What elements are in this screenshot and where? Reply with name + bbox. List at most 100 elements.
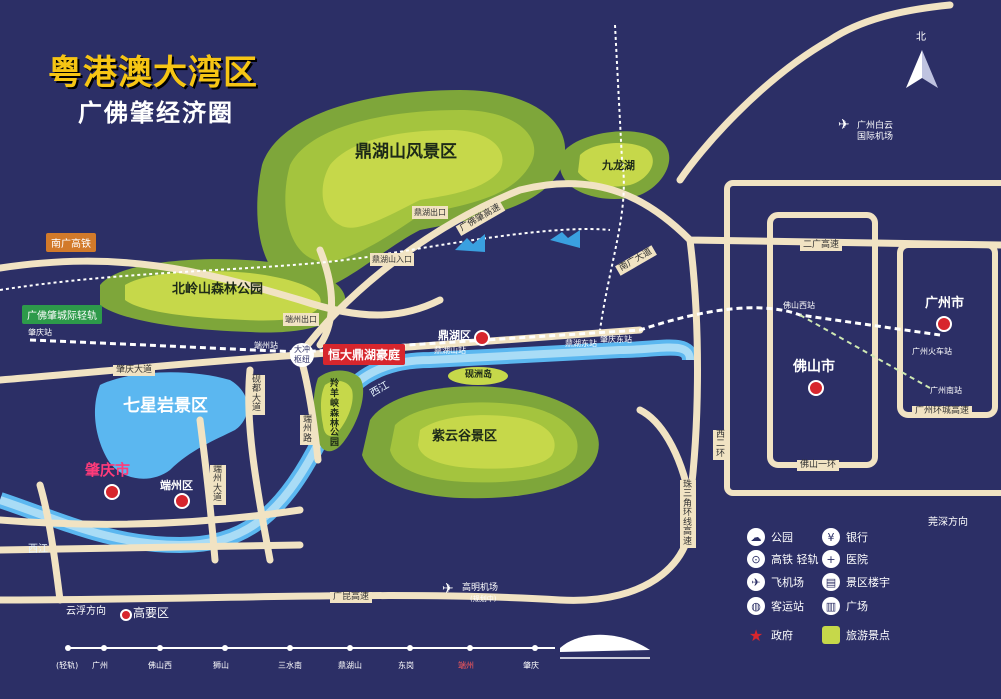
duanzhou-pin-icon xyxy=(174,493,190,509)
line-station-label: 端州 xyxy=(458,661,474,670)
rail-icon: ⊙ xyxy=(747,550,765,568)
label-jiulonghu: 九龙湖 xyxy=(602,159,635,172)
label-foshan: 佛山市 xyxy=(793,359,835,375)
road-zhusanjiao: 珠三角环线高速 xyxy=(680,480,696,549)
project-tag[interactable]: 恒大鼎湖豪庭 xyxy=(323,344,406,365)
label-zhaoqing-city: 肇庆市 xyxy=(85,461,131,479)
north-arrow-icon xyxy=(906,50,938,88)
legend-airport: ✈飞机场 xyxy=(747,573,804,591)
bank-icon: ¥ xyxy=(822,528,840,546)
label-gaoming-note: (规划中) xyxy=(470,595,497,603)
gaoyao-pin-icon xyxy=(120,609,132,621)
ziyungu-area xyxy=(362,386,599,499)
label-linyang: 羚羊峡森林公园 xyxy=(330,379,340,449)
line-station-label: 东岗 xyxy=(398,661,414,670)
zhaoqing-pin-icon xyxy=(104,484,120,500)
road-duanzhou-ave: 端州大道 xyxy=(210,465,226,505)
label-shenzhen-dir: 莞深方向 xyxy=(928,517,968,528)
label-dinghushan: 鼎湖山风景区 xyxy=(355,142,457,162)
label-qixingyan: 七星岩景区 xyxy=(123,396,208,416)
line-station-label: 广州 xyxy=(92,661,108,670)
foshan-pin-icon xyxy=(808,380,824,396)
line-station-label: 肇庆 xyxy=(523,661,539,670)
nanguang-railway xyxy=(0,228,611,291)
station-dinghushan-entrance: 鼎湖山入口 xyxy=(370,253,414,266)
map-subtitle: 广佛肇经济圈 xyxy=(78,99,234,127)
label-dinghu: 鼎湖区 xyxy=(438,329,471,342)
label-gaoming-airport: 高明机场 xyxy=(462,583,499,593)
nanguang-rail-tag: 南广高铁 xyxy=(46,233,96,252)
line-station-label: (轻轨) xyxy=(56,661,79,670)
station-foshan-west: 佛山西站 xyxy=(783,301,815,310)
qixingyan-lake xyxy=(94,372,248,479)
road-foshan-yihuan: 佛山一环 xyxy=(797,460,840,471)
line-station-dot xyxy=(65,645,71,651)
park-icon: ☁ xyxy=(747,528,765,546)
airport-icon-gaoming: ✈ xyxy=(442,581,454,597)
guiguang-railway xyxy=(599,24,625,331)
legend-rail: ⊙高铁 轻轨 xyxy=(747,550,819,568)
line-station-label: 三水南 xyxy=(278,661,302,670)
line-station-dot xyxy=(101,645,107,651)
station-zhaoqing: 肇庆站 xyxy=(28,328,52,337)
hub-icon: 大冲枢纽 xyxy=(290,343,314,367)
river-xijiang-label2: 西江 xyxy=(28,544,48,555)
line-station-dot xyxy=(532,645,538,651)
label-baiyun-airport: 广州白云 国际机场 xyxy=(857,121,894,142)
line-station-dot xyxy=(287,645,293,651)
scenic-icon xyxy=(822,626,840,644)
line-station-dot xyxy=(222,645,228,651)
station-dinghushan: 鼎湖山站 xyxy=(434,346,466,355)
station-duanzhou-exit: 端州出口 xyxy=(283,313,319,326)
airport-icon: ✈ xyxy=(838,117,850,133)
label-duanzhou: 端州区 xyxy=(160,479,193,492)
foshan-ring xyxy=(767,212,878,468)
linyang-area xyxy=(313,370,364,452)
legend-plaza: ▥广场 xyxy=(822,597,868,615)
station-dinghu-east: 鼎湖东站 xyxy=(565,339,597,348)
road-zhaoqing-ave: 肇庆大道 xyxy=(113,365,156,376)
dinghushan-area xyxy=(257,90,566,292)
legend-hospital: +医院 xyxy=(822,550,868,568)
label-yunfu-dir: 云浮方向 xyxy=(66,606,106,617)
legend-bank: ¥银行 xyxy=(822,528,868,546)
legend-scenic: 旅游景点 xyxy=(822,626,890,644)
label-guangzhou: 广州市 xyxy=(925,296,965,311)
label-gaoyao: 高要区 xyxy=(133,606,170,620)
label-ziyungu: 紫云谷景区 xyxy=(432,429,498,444)
airport-legend-icon: ✈ xyxy=(747,573,765,591)
line-station-label: 鼎湖山 xyxy=(338,661,362,670)
line-station-label: 狮山 xyxy=(213,661,229,670)
hospital-icon: + xyxy=(822,550,840,568)
road-xierhuan: 西二环 xyxy=(713,430,729,461)
line-station-dot xyxy=(407,645,413,651)
line-station-dot xyxy=(347,645,353,651)
line-station-label: 佛山西 xyxy=(148,661,172,670)
gov-icon: ★ xyxy=(748,625,764,645)
legend-gov: ★政府 xyxy=(748,625,793,645)
road-guangkun: 广昆高速 xyxy=(330,592,373,603)
guangfozhao-rail-tag: 广佛肇城际轻轨 xyxy=(22,305,102,324)
map-title: 粤港澳大湾区 xyxy=(48,53,258,93)
road-duanzhou: 端州路 xyxy=(300,415,316,446)
legend-bus: ◍客运站 xyxy=(747,597,804,615)
label-yanzhoudao: 砚洲岛 xyxy=(465,370,493,380)
road-erguang: 二广高速 xyxy=(800,240,843,251)
station-zhaoqing-east: 肇庆东站 xyxy=(600,335,632,344)
legend-park: ☁公园 xyxy=(747,528,793,546)
station-guangzhou-south: 广州南站 xyxy=(930,386,962,395)
road-yandu: 砚都大道 xyxy=(249,375,265,415)
yanzhoudao-island xyxy=(448,367,508,385)
label-beilingshan: 北岭山森林公园 xyxy=(172,282,264,297)
road-guangzhou-huancheng: 广州环城高速 xyxy=(912,406,973,417)
legend-building: ▤景区楼宇 xyxy=(822,573,890,591)
train-icon xyxy=(560,634,650,652)
station-duanzhou: 端州站 xyxy=(254,341,278,350)
plaza-icon: ▥ xyxy=(822,597,840,615)
line-station-dot xyxy=(157,645,163,651)
outer-ring xyxy=(724,180,1001,496)
label-north: 北 xyxy=(916,32,926,43)
line-station-dot xyxy=(467,645,473,651)
